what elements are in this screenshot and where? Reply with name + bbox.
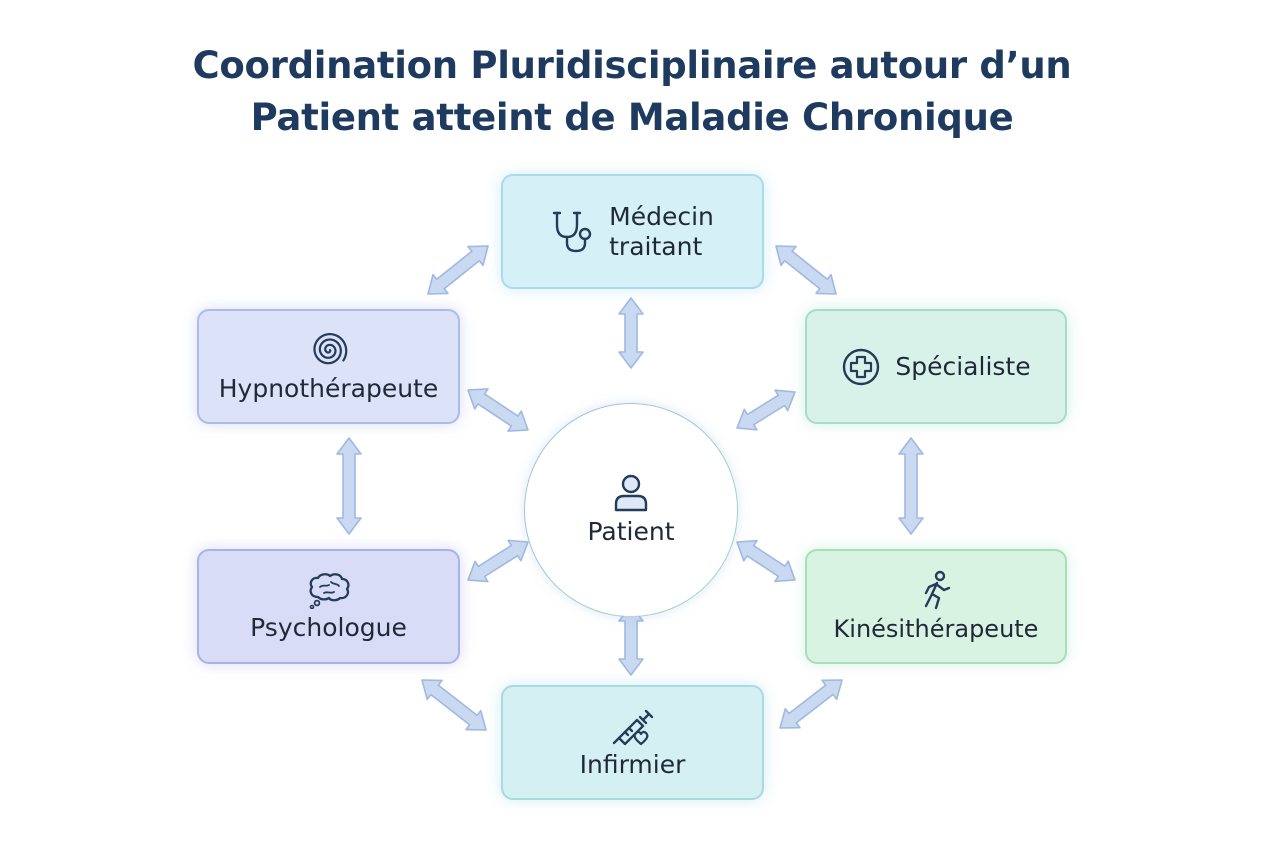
node-hypnotherapeute: Hypnothérapeute — [197, 309, 460, 424]
arrow-psychologue-patient — [467, 539, 529, 583]
spiral-icon — [309, 330, 349, 370]
specialiste-label: Spécialiste — [895, 351, 1031, 381]
arrow-medecin-patient — [618, 297, 644, 369]
medecin-label-line-2: traitant — [609, 231, 703, 261]
arrow-psychologue-hypno — [336, 437, 362, 535]
patient-node: Patient — [525, 404, 737, 616]
node-infirmier: Infirmier — [501, 685, 764, 800]
medecin-label-line-1: Médecin — [609, 201, 714, 231]
arrow-kine-infirmier — [779, 679, 843, 729]
arrow-specialiste-kine — [898, 437, 924, 535]
user-icon — [613, 473, 649, 513]
title-line-2: Patient atteint de Maladie Chronique — [250, 96, 1014, 139]
medical-cross-icon — [841, 347, 881, 387]
kinesitherapeute-label: Kinésithérapeute — [833, 614, 1039, 643]
arrow-infirmier-psychologue — [421, 679, 487, 731]
psychologue-label: Psychologue — [250, 612, 407, 642]
arrow-hypno-medecin — [427, 245, 489, 295]
brain-icon — [306, 571, 352, 609]
node-medecin-traitant: Médecin traitant — [501, 174, 764, 289]
running-person-icon — [918, 570, 954, 610]
arrow-specialiste-patient — [736, 389, 796, 431]
syringe-heart-icon — [611, 706, 655, 746]
infirmier-label: Infirmier — [579, 749, 686, 779]
diagram-title: Coordination Pluridisciplinaire autour d… — [0, 40, 1264, 144]
arrow-hypno-patient — [467, 388, 529, 432]
arrow-kine-patient — [736, 539, 796, 583]
arrow-medecin-specialiste — [775, 245, 837, 295]
title-line-1: Coordination Pluridisciplinaire autour d… — [192, 44, 1072, 87]
node-kinesitherapeute: Kinésithérapeute — [805, 549, 1067, 664]
hypnotherapeute-label: Hypnothérapeute — [218, 373, 439, 403]
patient-label: Patient — [587, 517, 675, 546]
node-psychologue: Psychologue — [197, 549, 460, 664]
node-specialiste: Spécialiste — [805, 309, 1067, 424]
stethoscope-icon — [551, 209, 595, 255]
